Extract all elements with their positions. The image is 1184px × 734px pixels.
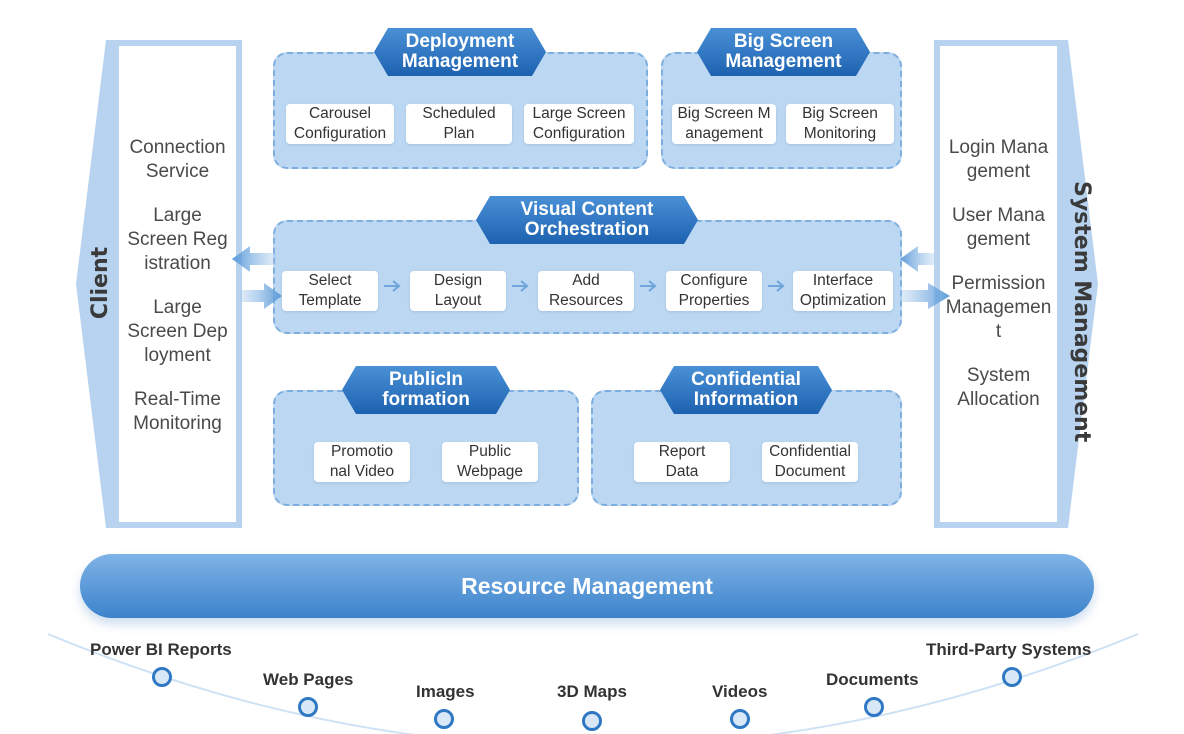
- source-node-images: [434, 709, 454, 729]
- client-item-large-screen-registration: Large Screen Reg istration: [127, 205, 228, 274]
- visual-step-add-resources: Add Resources: [538, 271, 634, 311]
- bigscreen-big-screen-management: Big Screen M anagement: [672, 104, 776, 144]
- system-items: Login Mana gement User Mana gement Permi…: [940, 136, 1057, 432]
- source-node-3d-maps: [582, 711, 602, 731]
- source-label-videos: Videos: [712, 682, 768, 701]
- bigscreen-title: Big Screen Management: [697, 28, 870, 76]
- source-label-web-pages: Web Pages: [263, 670, 354, 689]
- public-webpage: Public Webpage: [442, 442, 538, 482]
- system-item-user-management: User Mana gement: [952, 205, 1045, 250]
- visual-step-design-layout: Design Layout: [410, 271, 506, 311]
- visual-step-interface-optimization: Interface Optimization: [793, 271, 893, 311]
- public-title: PublicIn formation: [342, 366, 510, 414]
- client-items: Connection Service Large Screen Reg istr…: [119, 136, 236, 456]
- deployment-title: Deployment Management: [374, 28, 546, 76]
- arrow-from-system: [900, 246, 934, 272]
- system-label: System Management: [1069, 181, 1094, 443]
- visual-step-configure-properties: Configure Properties: [666, 271, 762, 311]
- system-item-system-allocation: System Allocation: [957, 365, 1040, 410]
- deployment-carousel-configuration: Carousel Configuration: [286, 104, 394, 144]
- source-label-documents: Documents: [826, 670, 919, 689]
- visual-title: Visual Content Orchestration: [476, 196, 698, 244]
- confidential-title: Confidential Information: [660, 366, 832, 414]
- public-promotional-video: Promotio nal Video: [314, 442, 410, 482]
- bigscreen-big-screen-monitoring: Big Screen Monitoring: [786, 104, 894, 144]
- resource-management-bar: Resource Management: [80, 554, 1094, 618]
- client-label: Client: [88, 246, 113, 320]
- client-item-large-screen-deployment: Large Screen Dep loyment: [127, 297, 228, 366]
- source-node-documents: [864, 697, 884, 717]
- deployment-scheduled-plan: Scheduled Plan: [406, 104, 512, 144]
- client-item-real-time-monitoring: Real-Time Monitoring: [133, 389, 222, 434]
- deployment-large-screen-configuration: Large Screen Configuration: [524, 104, 634, 144]
- client-panel-body: [119, 46, 236, 522]
- source-node-power-bi-reports: [152, 667, 172, 687]
- source-label-3d-maps: 3D Maps: [557, 682, 627, 701]
- system-item-permission-management: Permission Managemen t: [945, 273, 1052, 342]
- source-label-images: Images: [416, 682, 475, 701]
- visual-step-select-template: Select Template: [282, 271, 378, 311]
- source-label-third-party-systems: Third-Party Systems: [926, 640, 1092, 659]
- confidential-document: Confidential Document: [762, 442, 858, 482]
- confidential-report-data: Report Data: [634, 442, 730, 482]
- system-item-login-management: Login Mana gement: [948, 137, 1049, 182]
- client-item-connection-service: Connection Service: [129, 137, 226, 182]
- system-panel-body: [940, 46, 1057, 522]
- source-node-web-pages: [298, 697, 318, 717]
- source-node-videos: [730, 709, 750, 729]
- source-label-power-bi-reports: Power BI Reports: [90, 640, 232, 659]
- source-node-third-party-systems: [1002, 667, 1022, 687]
